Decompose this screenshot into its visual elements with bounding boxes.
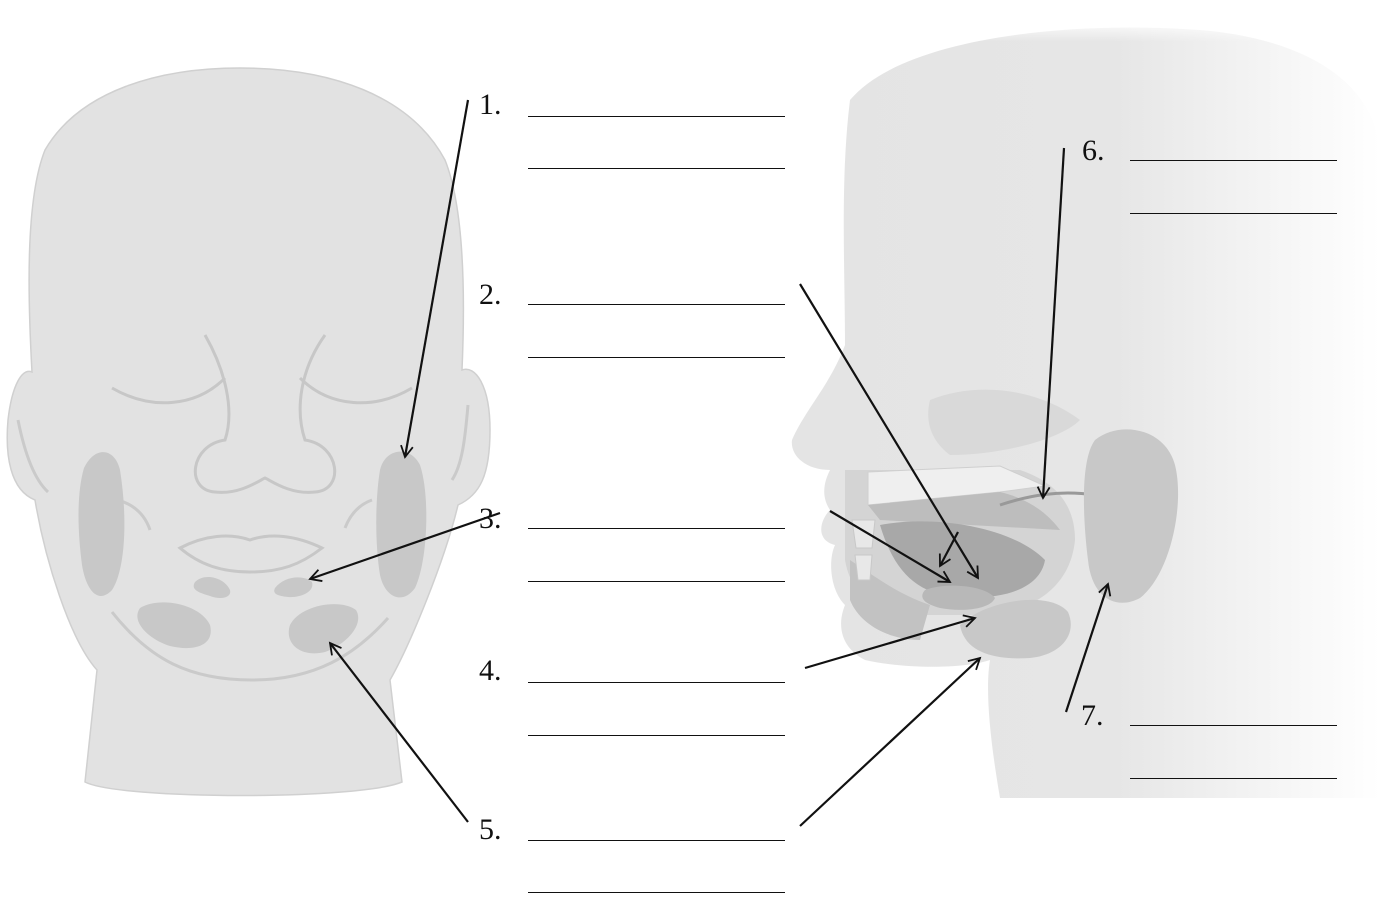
answer-blank-5b[interactable] [528,892,785,893]
right-submandibular-gland [288,604,359,654]
side-parotid-gland [1083,429,1179,603]
left-sublingual-gland [193,576,231,598]
answer-blank-4b[interactable] [528,735,785,736]
answer-blank-2b[interactable] [528,357,785,358]
answer-blank-6b[interactable] [1130,213,1337,214]
label-4-number: 4. [479,654,502,687]
lips [177,534,325,574]
answer-blank-1b[interactable] [528,168,785,169]
front-head-silhouette [6,67,491,797]
right-eye-line [298,376,413,405]
label-2-number: 2. [479,278,502,311]
front-view-head [6,67,491,797]
leader-lines [308,99,1112,827]
label-7-number: 7. [1081,699,1104,732]
right-nasolabial-line [343,498,373,529]
answer-blank-7b[interactable] [1130,778,1337,779]
right-parotid-gland [376,451,427,598]
left-eye-line [111,376,227,405]
leader-line-2b [938,531,959,568]
jaw-line [110,611,390,682]
answer-blank-5a[interactable] [528,840,785,841]
leader-line-7 [1064,582,1112,713]
leader-line-1 [400,99,470,459]
left-parotid-gland [78,452,125,596]
left-cheek-line [16,419,50,494]
tongue [880,521,1045,598]
label-3-number: 3. [479,502,502,535]
right-sublingual-gland [274,577,313,598]
answer-blank-3b[interactable] [528,581,785,582]
answer-blank-2a[interactable] [528,304,785,305]
label-5-number: 5. [479,813,502,846]
leader-line-5b [799,656,982,827]
answer-blank-4a[interactable] [528,682,785,683]
side-submandibular-gland [960,599,1071,659]
nose-outline [193,334,337,494]
answer-blank-7a[interactable] [1130,725,1337,726]
sinus-shading [928,389,1080,455]
leader-line-3b [829,510,952,583]
nasal-cavity [867,465,1047,506]
answer-blank-1a[interactable] [528,116,785,117]
teeth-lower [854,554,873,581]
right-cheek-line [450,404,470,481]
leader-line-3 [308,511,501,582]
leader-line-2 [799,283,979,580]
leader-line-6 [1036,147,1066,500]
teeth-upper [851,519,876,549]
label-1-number: 1. [479,88,502,121]
leader-line-4 [804,614,977,670]
side-sublingual-gland [922,585,995,610]
label-6-number: 6. [1082,134,1105,167]
leader-line-5 [328,641,469,823]
answer-blank-6a[interactable] [1130,160,1337,161]
side-view-head [791,20,1380,799]
left-submandibular-gland [137,602,211,649]
answer-blank-3a[interactable] [528,528,785,529]
side-head-top-fade [840,20,1380,140]
